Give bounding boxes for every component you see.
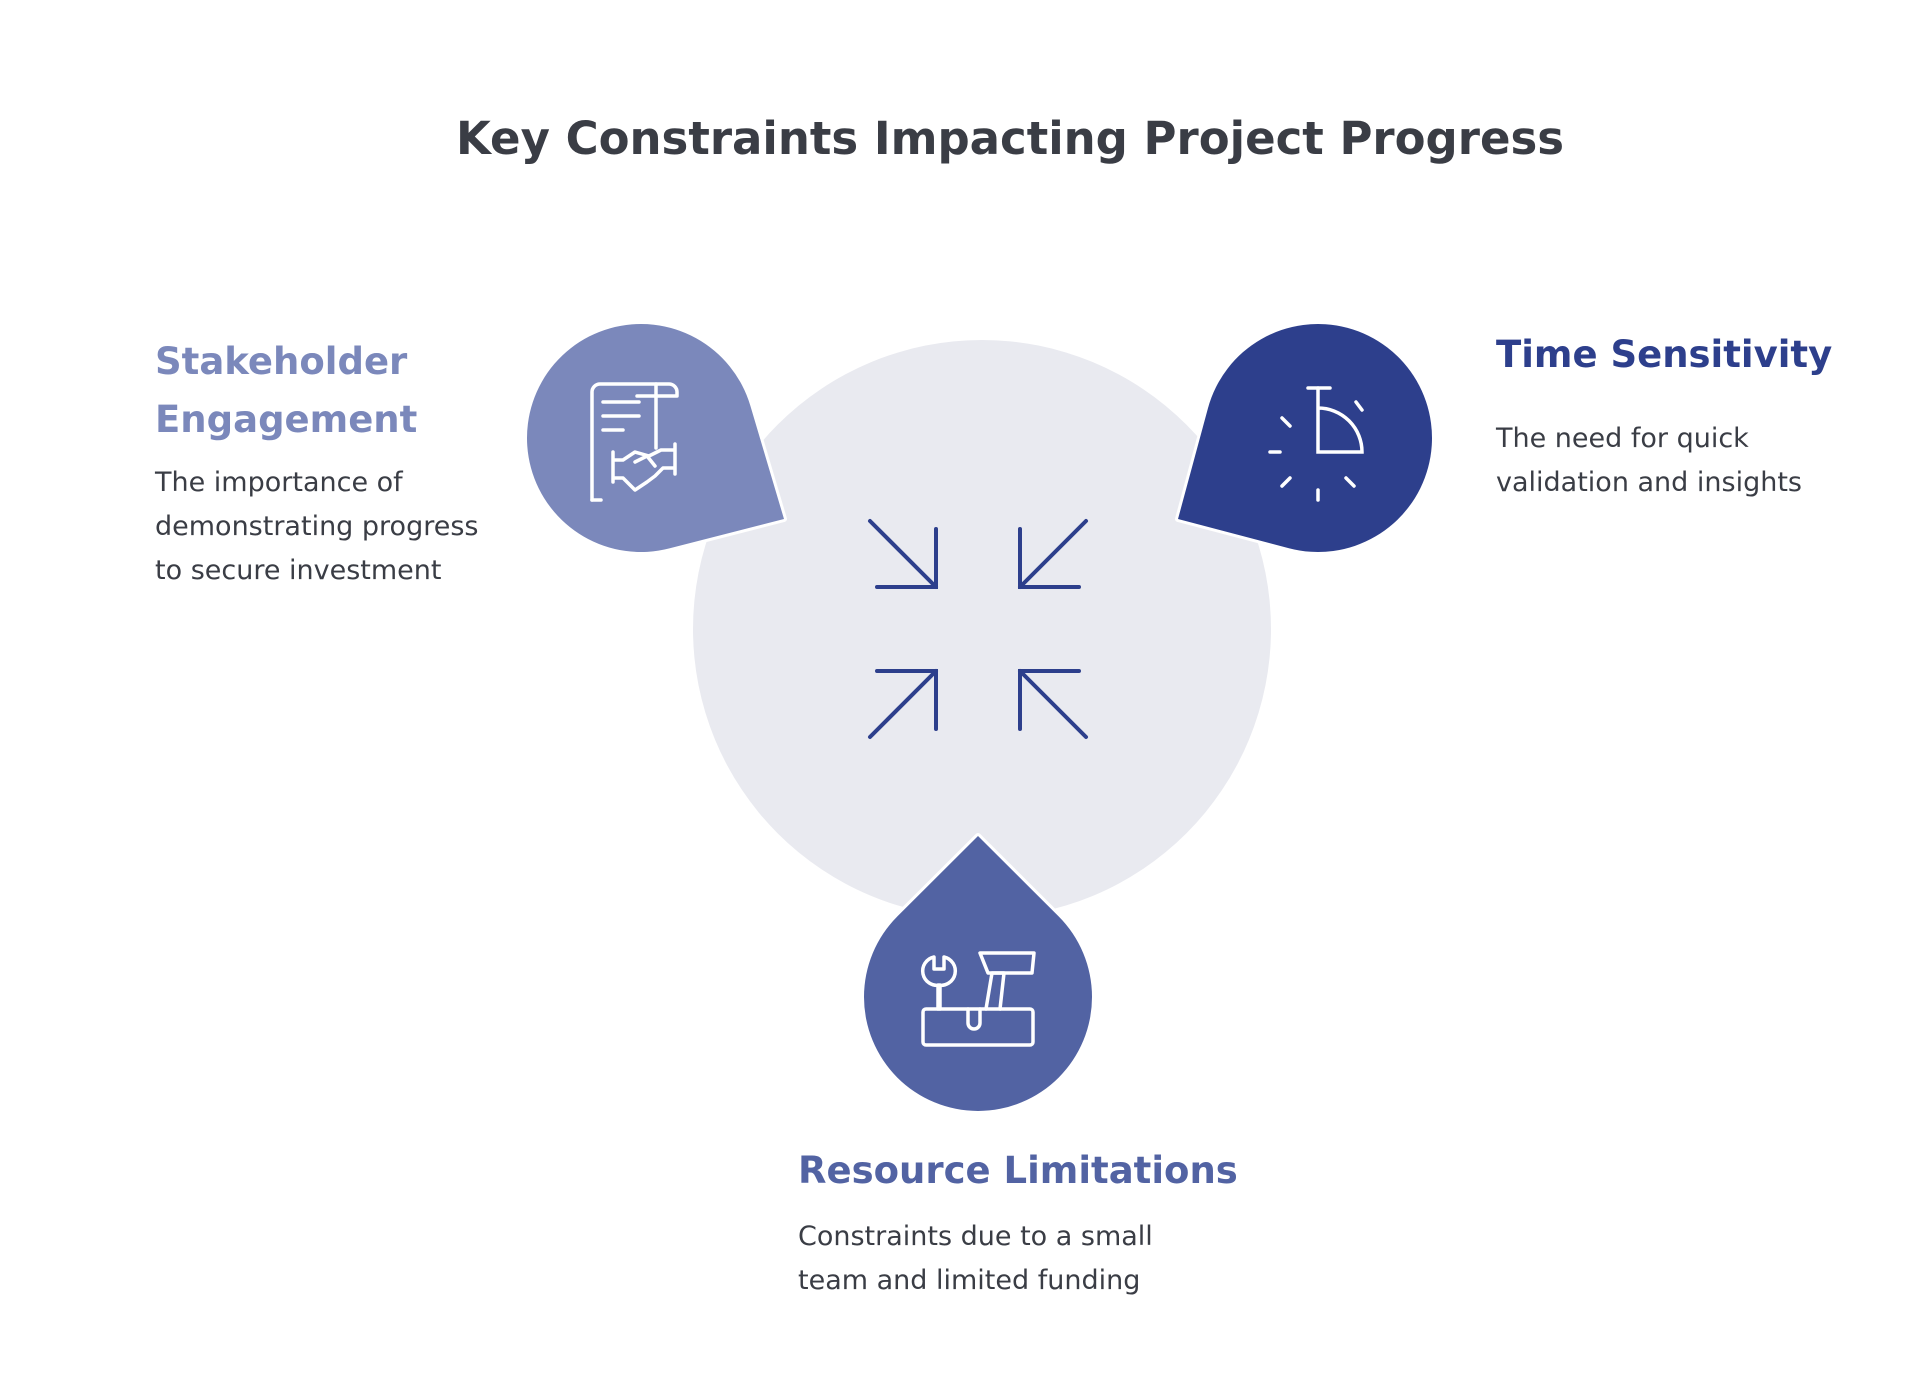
resource-title: Resource Limitations <box>798 1142 1238 1200</box>
resource-description: Constraints due to a small team and limi… <box>798 1215 1153 1303</box>
central-circle <box>693 340 1271 918</box>
stakeholder-title: Stakeholder Engagement <box>155 333 417 449</box>
title-line: Time Sensitivity <box>1496 333 1833 376</box>
desc-line: to secure investment <box>155 555 442 586</box>
desc-line: validation and insights <box>1496 467 1802 498</box>
desc-line: The importance of <box>155 467 403 498</box>
desc-line: demonstrating progress <box>155 511 479 542</box>
arrows-converging-icon <box>868 519 1088 739</box>
resource-drop <box>864 836 1093 1111</box>
time-title: Time Sensitivity <box>1496 326 1832 384</box>
desc-line: The need for quick <box>1496 423 1749 454</box>
title-line: Stakeholder <box>155 340 408 383</box>
desc-line: Constraints due to a small <box>798 1221 1153 1252</box>
page-title: Key Constraints Impacting Project Progre… <box>455 112 1565 165</box>
stopwatch-icon <box>1268 386 1364 502</box>
time-description: The need for quick validation and insigh… <box>1496 417 1802 505</box>
title-line: Engagement <box>155 398 418 441</box>
time-drop <box>1178 324 1432 553</box>
toolbox-icon <box>921 951 1036 1047</box>
desc-line: team and limited funding <box>798 1265 1141 1296</box>
stakeholder-description: The importance of demonstrating progress… <box>155 461 478 593</box>
title-line: Resource Limitations <box>798 1149 1238 1192</box>
contract-handshake-icon <box>590 382 679 502</box>
